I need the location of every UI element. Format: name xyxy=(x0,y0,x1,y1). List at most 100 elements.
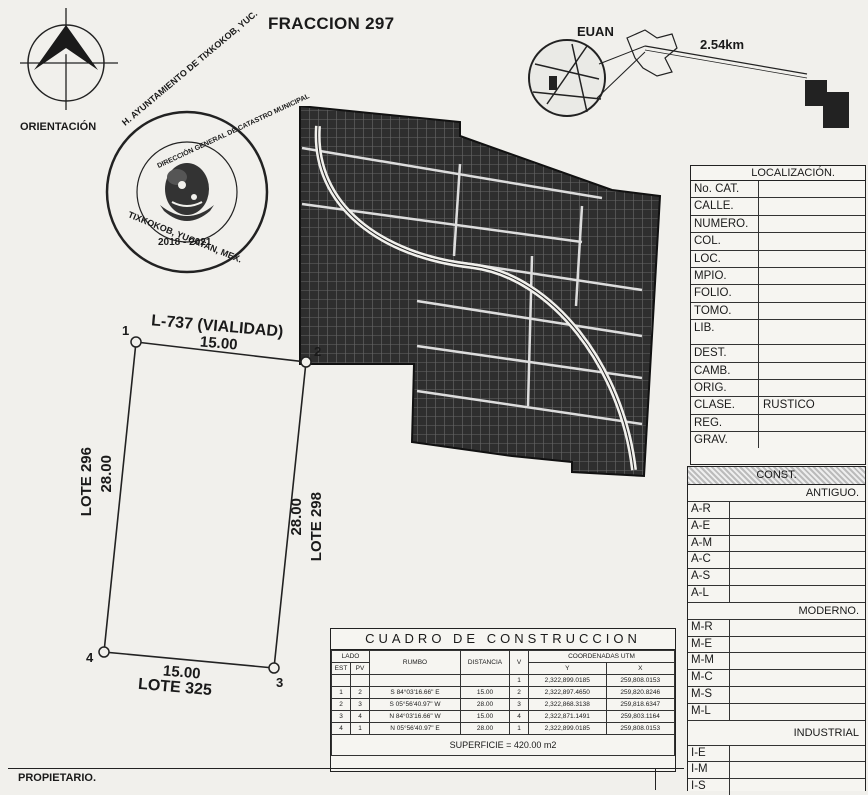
field-label: MPIO. xyxy=(691,267,759,285)
const-header: CONST. xyxy=(688,467,865,485)
table-cell: 259,803.1164 xyxy=(605,710,676,723)
table-cell: 259,820.8246 xyxy=(605,686,676,699)
table-row: 1 2 S 84°03'16.66" E 15.00 2 2,322,897.4… xyxy=(331,686,676,699)
map-town-label: EUAN xyxy=(577,24,614,39)
class-code: M-E xyxy=(688,636,730,653)
table-row: 4 1 N 05°56'40.97" E 28.00 1 2,322,899.0… xyxy=(331,722,676,735)
class-code: I-M xyxy=(688,762,730,779)
moderno-header: MODERNO. xyxy=(688,603,865,620)
table-cell: 2,322,897.4650 xyxy=(528,686,607,699)
col-pv: PV xyxy=(350,662,370,675)
class-code: A-M xyxy=(688,535,730,552)
north-arrow-icon xyxy=(20,8,118,110)
col-coordenadas: COORDENADAS UTM xyxy=(528,650,675,663)
vertex-label: 4 xyxy=(86,650,94,665)
lot-right-side: 28.00 xyxy=(288,498,305,536)
propietario-label: PROPIETARIO. xyxy=(18,772,97,784)
class-code: M-L xyxy=(688,703,730,720)
table-cell: N 84°03'16.66" W xyxy=(369,710,461,723)
table-cell: 3 xyxy=(509,698,529,711)
class-code: A-L xyxy=(688,585,730,602)
table-cell: 2,322,899.0185 xyxy=(528,722,607,735)
table-cell: 15.00 xyxy=(460,686,510,699)
table-cell: 259,818.6347 xyxy=(605,698,676,711)
field-label: CALLE. xyxy=(691,198,759,215)
vertex-label: 2 xyxy=(314,344,322,359)
table-cell: S 05°56'40.97" W xyxy=(369,698,461,711)
seal-years: 2018 - 2021 xyxy=(158,237,212,248)
table-cell: 28.00 xyxy=(460,698,510,711)
col-rumbo: RUMBO xyxy=(369,650,461,675)
superficie-label: SUPERFICIE = 420.00 m2 xyxy=(331,734,675,756)
table-cell: 1 xyxy=(509,674,529,687)
class-code: M-M xyxy=(688,653,730,670)
table-cell: 2 xyxy=(350,686,370,699)
orientation-label: ORIENTACIÓN xyxy=(20,121,97,133)
field-label: CLASE. xyxy=(691,397,759,414)
table-cell: N 05°56'40.97" E xyxy=(369,722,461,735)
class-code: A-C xyxy=(688,552,730,569)
class-code: I-E xyxy=(688,745,730,762)
field-label: NUMERO. xyxy=(691,215,759,233)
divider xyxy=(655,768,656,790)
construction-table-title: CUADRO DE CONSTRUCCION xyxy=(331,629,675,650)
table-cell: 259,808.0153 xyxy=(605,722,676,735)
table-row: 1 2,322,899.0185 259,808.0153 xyxy=(331,674,676,687)
field-label: GRAV. xyxy=(691,432,759,449)
table-cell: 4 xyxy=(350,710,370,723)
field-label: LOC. xyxy=(691,250,759,267)
field-label: LIB. xyxy=(691,320,759,345)
field-label: COL. xyxy=(691,233,759,250)
industrial-header: INDUSTRIAL xyxy=(688,721,865,746)
field-label: DEST. xyxy=(691,345,759,362)
field-label: FOLIO. xyxy=(691,285,759,302)
table-cell: 2,322,868.3138 xyxy=(528,698,607,711)
table-cell: 2,322,871.1491 xyxy=(528,710,607,723)
col-x: X xyxy=(605,662,676,675)
map-distance-label: 2.54km xyxy=(700,37,745,52)
table-cell: 2,322,899.0185 xyxy=(528,674,607,687)
col-lado: LADO xyxy=(331,650,370,663)
table-cell: 4 xyxy=(331,722,351,735)
location-map xyxy=(528,29,849,128)
field-label: CAMB. xyxy=(691,362,759,379)
lot-top-side: 15.00 xyxy=(199,333,239,354)
municipal-seal xyxy=(105,110,269,274)
class-code: A-R xyxy=(688,502,730,518)
table-row: 3 4 N 84°03'16.66" W 15.00 4 2,322,871.1… xyxy=(331,710,676,723)
table-cell: 1 xyxy=(350,722,370,735)
table-row: 2 3 S 05°56'40.97" W 28.00 3 2,322,868.3… xyxy=(331,698,676,711)
table-cell: 15.00 xyxy=(460,710,510,723)
construction-table: CUADRO DE CONSTRUCCION LADO RUMBO DISTAN… xyxy=(330,628,676,772)
left-neighbor-label: LOTE 296 xyxy=(78,447,95,517)
class-code: M-S xyxy=(688,686,730,703)
table-cell: 4 xyxy=(509,710,529,723)
field-label: No. CAT. xyxy=(691,181,759,198)
table-cell: 2 xyxy=(331,698,351,711)
class-code: M-R xyxy=(688,619,730,636)
table-cell: 259,808.0153 xyxy=(605,674,676,687)
localizacion-header: LOCALIZACIÓN. xyxy=(691,166,865,181)
field-label: TOMO. xyxy=(691,302,759,320)
class-code: I-S xyxy=(688,779,730,795)
table-cell: S 84°03'16.66" E xyxy=(369,686,461,699)
table-cell: 3 xyxy=(350,698,370,711)
vertex-label: 1 xyxy=(122,323,130,338)
table-cell: 2 xyxy=(509,686,529,699)
table-cell: 3 xyxy=(331,710,351,723)
table-cell: 28.00 xyxy=(460,722,510,735)
subdivision-plan xyxy=(299,106,662,478)
col-v: V xyxy=(509,650,529,675)
vertex-label: 3 xyxy=(276,675,284,690)
col-distancia: DISTANCIA xyxy=(460,650,510,675)
table-cell: 1 xyxy=(509,722,529,735)
page-title: FRACCION 297 xyxy=(268,14,395,33)
class-code: A-S xyxy=(688,569,730,585)
field-label: ORIG. xyxy=(691,379,759,397)
table-cell: 1 xyxy=(331,686,351,699)
col-est: EST xyxy=(331,662,351,675)
class-code: A-E xyxy=(688,518,730,535)
lot-polygon xyxy=(98,336,312,674)
propietario-strip xyxy=(8,768,684,791)
right-neighbor-label: LOTE 298 xyxy=(308,492,325,562)
